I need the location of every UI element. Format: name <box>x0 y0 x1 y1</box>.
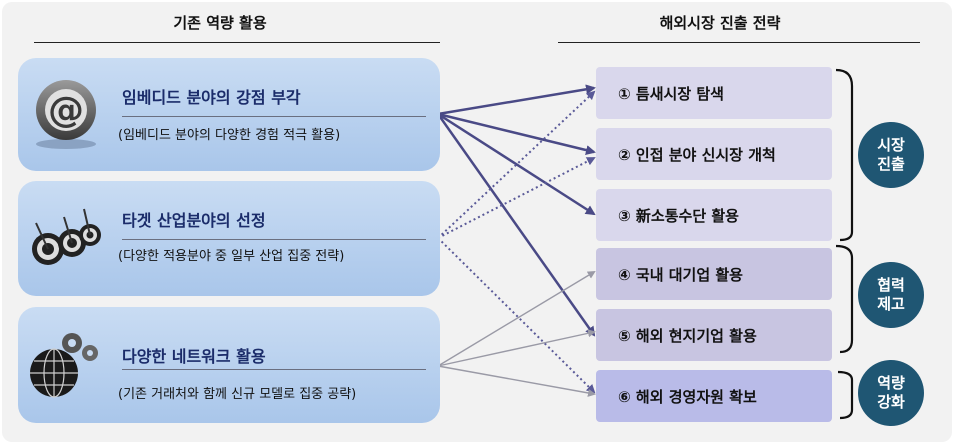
group-capability: 역량 강화 <box>858 360 924 426</box>
group-market-entry: 시장 진출 <box>858 122 924 188</box>
left-header-rule <box>34 42 440 43</box>
capability-box-network: 다양한 네트워크 활용 (기존 거래처와 함께 신규 모델로 집중 공략) <box>18 307 440 423</box>
capability-box-target-industry: 타겟 산업분야의 선정 (다양한 적용분야 중 일부 산업 집중 전략) <box>18 181 440 296</box>
group-braces <box>835 68 854 420</box>
capability-box-embedded: @ 임베디드 분야의 강점 부각 (임베디드 분야의 다양한 경험 적극 활용) <box>18 58 440 171</box>
capability-subtitle: (기존 거래처와 함께 신규 모델로 집중 공략) <box>118 387 357 402</box>
arrow-1-to-3 <box>437 112 596 216</box>
strategy-adjacent-market: ② 인접 분야 신시장 개척 <box>596 128 832 180</box>
solid-arrows <box>436 84 596 337</box>
arrow-3-to-6 <box>437 365 596 397</box>
strategy-niche-market: ① 틈새시장 탐색 <box>596 67 832 119</box>
strategy-local-company: ⑤ 해외 현지기업 활용 <box>596 309 832 361</box>
brace-capability <box>837 370 854 420</box>
capability-title: 다양한 네트워크 활용 <box>122 347 266 366</box>
right-header: 해외시장 진출 전략 <box>659 14 781 32</box>
capability-divider <box>122 369 426 370</box>
capability-subtitle: (다양한 적용분야 중 일부 산업 집중 전략) <box>118 249 345 264</box>
at-sign-icon: @ <box>36 80 96 149</box>
arrow-1-to-2 <box>437 112 596 155</box>
arrow-2-to-1 <box>437 90 596 239</box>
dotted-arrows <box>437 90 596 394</box>
arrow-2-to-2 <box>437 157 596 239</box>
capability-divider <box>122 116 426 117</box>
group-cooperation: 협력 제고 <box>858 262 924 328</box>
brace-cooperation <box>835 244 854 354</box>
globe-gears-icon <box>30 333 98 398</box>
dartboard-icon <box>32 208 101 265</box>
arrow-3-to-5 <box>437 329 596 367</box>
right-header-rule <box>558 42 920 43</box>
group-label: 강화 <box>877 393 905 411</box>
capability-subtitle: (임베디드 분야의 다양한 경험 적극 활용) <box>118 128 341 143</box>
group-label: 협력 <box>877 276 905 294</box>
arrow-2-to-6 <box>437 237 596 394</box>
arrow-3-to-4 <box>437 270 596 367</box>
svg-text:@: @ <box>48 90 84 131</box>
group-label: 역량 <box>877 374 905 392</box>
group-label: 진출 <box>877 155 905 173</box>
group-label: 제고 <box>877 295 905 313</box>
arrow-1-to-1 <box>437 84 596 116</box>
arrow-1-to-5 <box>436 113 596 337</box>
strategy-overseas-resources: ⑥ 해외 경영자원 확보 <box>596 370 832 422</box>
left-header: 기존 역량 활용 <box>173 14 267 32</box>
capability-divider <box>122 239 426 240</box>
capability-title: 타겟 산업분야의 선정 <box>122 211 266 230</box>
brace-market-entry <box>835 68 854 242</box>
capability-title: 임베디드 분야의 강점 부각 <box>122 88 301 107</box>
thin-arrows <box>437 270 596 397</box>
strategy-domestic-conglomerate: ④ 국내 대기업 활용 <box>596 248 832 300</box>
strategy-new-communication: ③ 新소통수단 활용 <box>596 189 832 241</box>
group-label: 시장 <box>877 136 905 154</box>
